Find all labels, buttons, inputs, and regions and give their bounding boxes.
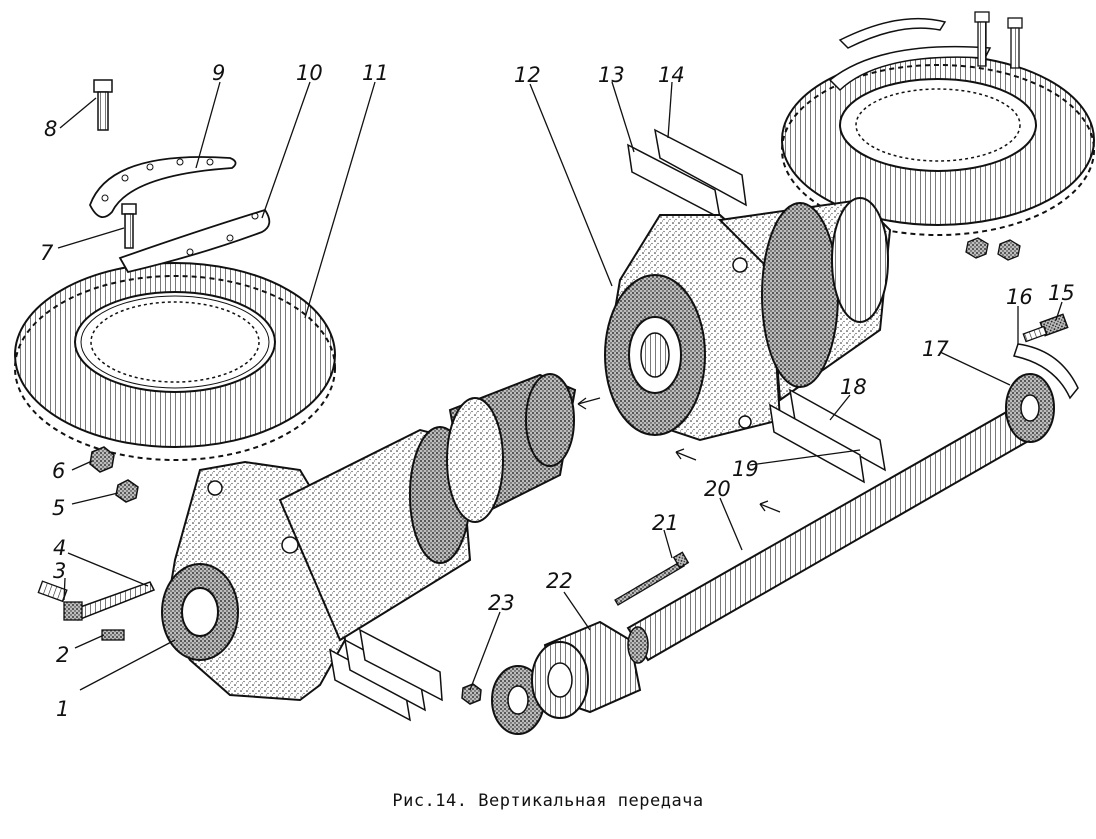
leader-lines [57,81,1063,691]
callout-18: 18 [840,375,867,399]
callout-16: 16 [1006,285,1033,309]
nut-5 [115,479,139,503]
main-housing-1 [161,373,577,702]
figure-caption: Рис.14. Вертикальная передача [392,791,704,811]
flange-17 [1005,373,1055,443]
callout-1: 1 [56,697,69,721]
pin-4 [63,581,156,621]
callout-2: 2 [56,643,69,667]
bolt-8 [93,79,113,131]
ring-gear-right [781,11,1095,261]
callout-22: 22 [546,569,573,593]
callout-9: 9 [212,61,225,85]
callout-15: 15 [1048,281,1075,305]
callout-6: 6 [52,459,65,483]
callout-5: 5 [52,496,65,520]
gasket-9 [89,156,237,219]
upper-housing-12 [604,197,892,442]
callout-23: 23 [488,591,515,615]
flange-lower [491,665,545,735]
callout-labels: 1 2 3 4 5 6 7 8 9 10 11 12 13 14 15 16 1… [40,61,1075,721]
callout-3: 3 [53,559,66,583]
callout-20: 20 [704,477,731,501]
callout-12: 12 [514,63,541,87]
shim-14 [653,128,747,207]
callout-17: 17 [922,337,949,361]
bolt-7 [121,203,137,249]
callout-14: 14 [658,63,685,87]
lock-plate-16 [1013,343,1079,400]
spur-gear-22 [531,620,642,719]
callout-11: 11 [362,61,389,85]
shim-18 [789,388,886,472]
bolt-21 [614,551,690,606]
callout-19: 19 [732,457,759,481]
callout-7: 7 [40,241,54,265]
callout-8: 8 [44,117,57,141]
nut-6 [89,446,115,473]
fitting-3 [37,580,68,603]
fitting-2 [101,629,125,641]
assembly-arrows [577,397,781,513]
bolt-15 [1022,313,1069,343]
callout-21: 21 [652,511,679,535]
callout-10: 10 [296,61,323,85]
ring-gear-left [14,262,336,461]
shim-10 [118,208,271,274]
shim-19 [769,403,865,484]
callout-4: 4 [53,536,66,560]
shim-pack-lower [329,628,443,722]
callout-13: 13 [598,63,625,87]
